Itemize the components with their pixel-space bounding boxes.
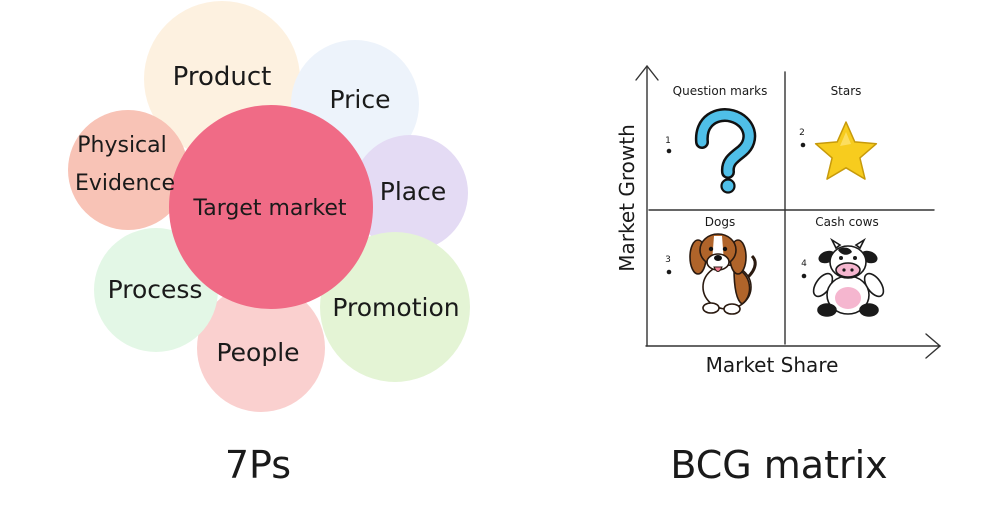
- petal-label-place: Place: [380, 177, 446, 206]
- bullet-1: [666, 148, 672, 154]
- quadrant-number-4: 4: [801, 259, 807, 269]
- x-axis-arrowhead: [925, 333, 942, 359]
- petal-label-people: People: [216, 338, 299, 367]
- seven-ps-diagram: Product Price Place Promotion People Pro…: [68, 1, 470, 487]
- center-target-market: [169, 105, 373, 309]
- y-axis-arrowhead: [635, 64, 659, 81]
- bullet-3: [666, 269, 672, 275]
- petal-label-product: Product: [173, 62, 272, 92]
- bcg-matrix: [635, 64, 942, 359]
- caption-bcg-matrix: BCG matrix: [670, 443, 887, 487]
- petal-label-physical: Physical: [77, 133, 167, 158]
- quadrant-title-question-marks: Question marks: [673, 84, 768, 98]
- caption-7ps: 7Ps: [225, 443, 291, 487]
- center-label: Target market: [192, 196, 347, 221]
- quadrant-title-dogs: Dogs: [705, 215, 735, 229]
- bullet-4: [801, 273, 807, 279]
- quadrant-title-cash-cows: Cash cows: [815, 215, 878, 229]
- petal-label-price: Price: [330, 85, 391, 114]
- bullet-2: [800, 142, 806, 148]
- petal-label-process: Process: [108, 275, 203, 304]
- petal-place: [352, 135, 468, 251]
- x-axis-label: Market Share: [706, 353, 839, 377]
- star-icon: [814, 121, 878, 180]
- dog-icon: [689, 233, 757, 315]
- petal-label-promotion: Promotion: [332, 293, 459, 322]
- quadrant-number-2: 2: [799, 128, 805, 138]
- petal-physical-evidence: [68, 110, 188, 230]
- quadrant-number-1: 1: [665, 136, 671, 146]
- petal-people: [197, 284, 325, 412]
- quadrant-number-3: 3: [665, 255, 671, 265]
- y-axis-label: Market Growth: [615, 124, 639, 272]
- cow-icon: [812, 237, 885, 317]
- petal-label-evidence: Evidence: [75, 171, 175, 196]
- quadrant-title-stars: Stars: [831, 84, 862, 98]
- question-mark-icon: [694, 108, 757, 194]
- petal-promotion: [320, 232, 470, 382]
